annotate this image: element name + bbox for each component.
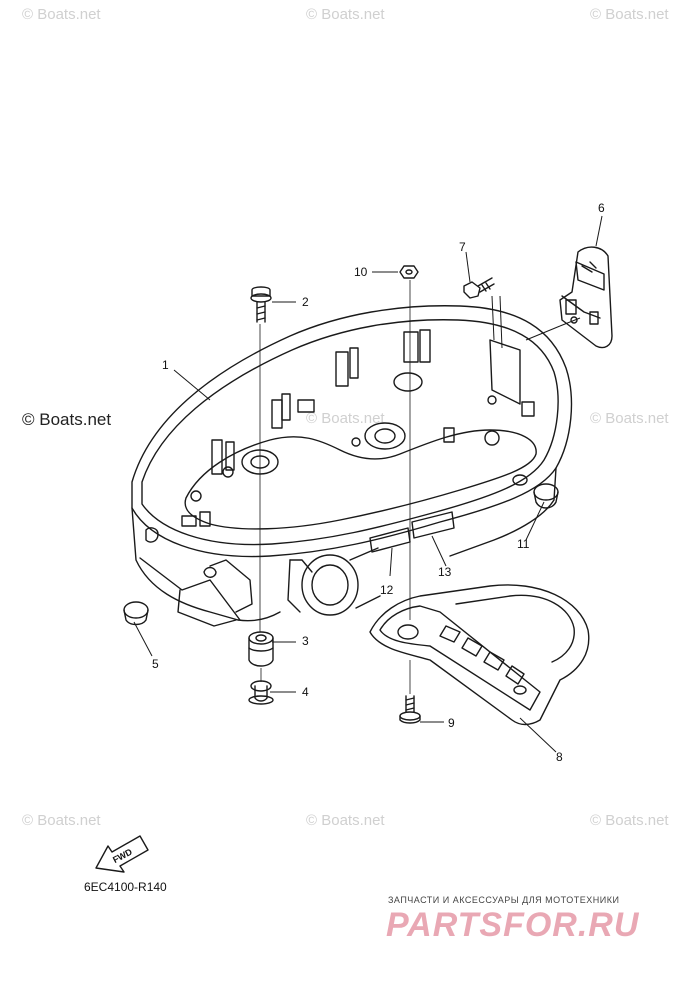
callout-4: 4 bbox=[302, 685, 309, 699]
collar-part-4 bbox=[248, 680, 274, 705]
callout-7: 7 bbox=[459, 240, 466, 254]
screw-part-9 bbox=[399, 695, 421, 724]
callout-8: 8 bbox=[556, 750, 563, 764]
watermark-mid-right: © Boats.net bbox=[590, 410, 669, 427]
watermark-top-left: © Boats.net bbox=[22, 6, 101, 23]
watermark-top-center: © Boats.net bbox=[306, 6, 385, 23]
bracket-part-6 bbox=[559, 246, 613, 349]
watermark-bottom-left: © Boats.net bbox=[22, 812, 101, 829]
damper-part-3 bbox=[248, 631, 274, 667]
grommet-part-5 bbox=[123, 601, 149, 626]
nut-part-10 bbox=[399, 265, 419, 279]
callout-9: 9 bbox=[448, 716, 455, 730]
callout-6: 6 bbox=[598, 201, 605, 215]
callout-1: 1 bbox=[162, 358, 169, 372]
callout-12: 12 bbox=[380, 583, 394, 597]
brand-tagline: ЗАПЧАСТИ И АКСЕССУАРЫ ДЛЯ МОТОТЕХНИКИ bbox=[388, 895, 620, 905]
callout-13: 13 bbox=[438, 565, 452, 579]
watermark-main: © Boats.net bbox=[22, 410, 112, 429]
grommet-part-11 bbox=[533, 483, 559, 509]
support-part-8 bbox=[369, 584, 590, 726]
callout-11: 11 bbox=[517, 537, 530, 551]
bolt-part-7 bbox=[463, 277, 495, 299]
fwd-arrow-label: FWD bbox=[111, 846, 134, 865]
watermark-mid-center: © Boats.net bbox=[306, 410, 385, 427]
watermark-top-right: © Boats.net bbox=[590, 6, 669, 23]
watermark-bottom-center: © Boats.net bbox=[306, 812, 385, 829]
brand-logo: PARTSFOR.RU bbox=[386, 906, 640, 944]
callout-3: 3 bbox=[302, 634, 309, 648]
callout-10: 10 bbox=[354, 265, 368, 279]
forward-arrow-icon bbox=[95, 835, 149, 873]
leader-lines bbox=[133, 215, 603, 753]
watermark-bottom-right: © Boats.net bbox=[590, 812, 669, 829]
callout-5: 5 bbox=[152, 657, 159, 671]
bottom-cowling-part-1 bbox=[131, 305, 573, 627]
screw-part-2 bbox=[250, 286, 272, 323]
diagram-part-number: 6EC4100-R140 bbox=[84, 880, 167, 894]
callout-2: 2 bbox=[302, 295, 309, 309]
